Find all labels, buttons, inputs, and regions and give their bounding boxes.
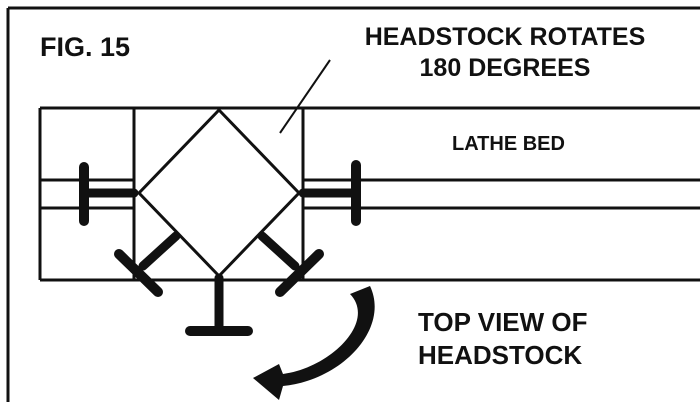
rotation-callout: HEADSTOCK ROTATES 180 DEGREES <box>322 22 688 85</box>
lower-right-handle <box>257 231 324 297</box>
lathe-bed-label: LATHE BED <box>452 133 565 155</box>
page-border <box>6 6 700 402</box>
view-caption-line-2: HEADSTOCK <box>418 339 583 370</box>
callout-line-2: 180 DEGREES <box>419 54 591 83</box>
left-handwheel <box>79 162 139 226</box>
view-caption-line-1: TOP VIEW OF <box>418 307 588 337</box>
lower-left-handle <box>114 231 181 297</box>
bottom-tee-handle <box>185 273 253 336</box>
rotation-arrow-icon <box>253 286 375 400</box>
figure-number: FIG. 15 <box>40 32 131 62</box>
callout-line-1: HEADSTOCK ROTATES <box>364 23 646 51</box>
view-caption: TOP VIEW OF HEADSTOCK <box>418 306 588 371</box>
right-handwheel <box>298 160 361 226</box>
callout-leader-line <box>279 59 331 134</box>
